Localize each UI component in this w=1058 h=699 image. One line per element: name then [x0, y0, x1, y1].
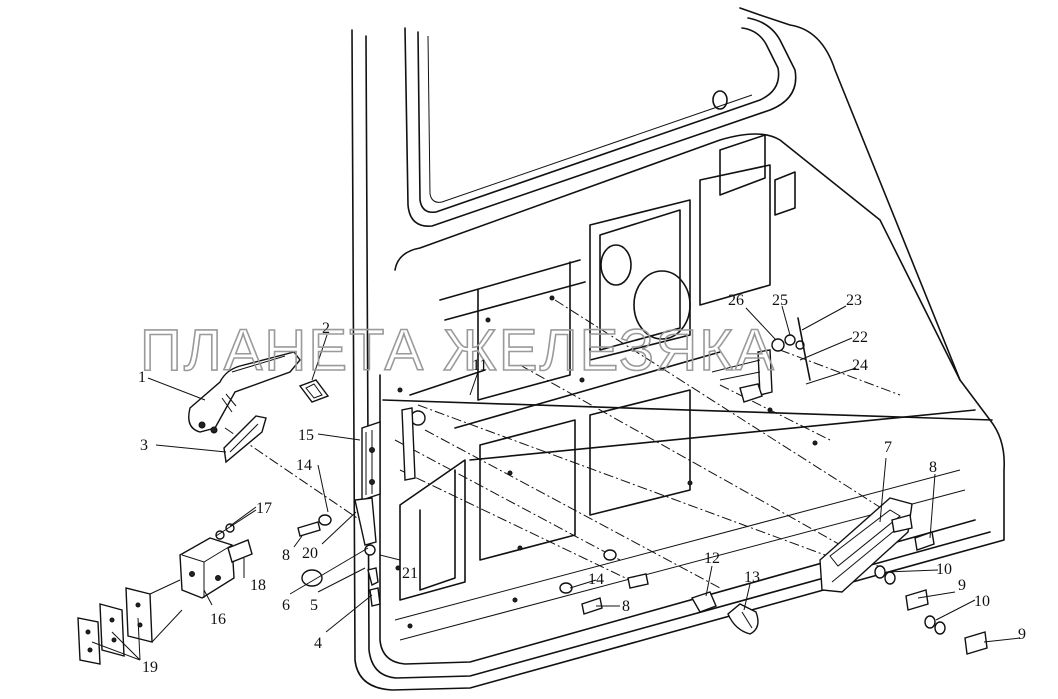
- outside-handle: [188, 351, 301, 434]
- callout-23: 23: [846, 292, 862, 309]
- watermark-text: ПЛАНЕТА ЖЕЛЕЗЯКА: [140, 318, 776, 383]
- callout-8-inside-handle: 8: [929, 459, 937, 476]
- callout-7: 7: [884, 439, 892, 456]
- callout-11: 11: [472, 357, 487, 374]
- fasteners-right: [559, 531, 988, 655]
- callout-14-left: 14: [296, 457, 312, 474]
- fasteners-left: [297, 514, 381, 607]
- lock-mechanism: [354, 407, 426, 587]
- callout-14-lower: 14: [588, 571, 604, 588]
- callout-12: 12: [704, 550, 720, 567]
- callout-8-left: 8: [282, 547, 290, 564]
- callout-8-lower: 8: [622, 598, 630, 615]
- bushing-and-plug: [690, 591, 759, 635]
- remote-latch: [711, 317, 811, 403]
- callout-labels: 1 2 3 4 5 6 7 8 8 8 9 9 10 10 11 12 13 1…: [138, 292, 1026, 676]
- callout-20: 20: [302, 545, 318, 562]
- callout-24: 24: [852, 357, 868, 374]
- callout-10-lower: 10: [974, 593, 990, 610]
- escutcheon: [298, 379, 330, 403]
- callout-22: 22: [852, 329, 868, 346]
- callout-4: 4: [314, 635, 322, 652]
- callout-21: 21: [402, 565, 418, 582]
- callout-17: 17: [256, 500, 272, 517]
- handle-gasket: [223, 415, 267, 464]
- callout-13: 13: [744, 569, 760, 586]
- callout-16: 16: [210, 611, 226, 628]
- callout-26: 26: [728, 292, 744, 309]
- callout-5: 5: [310, 597, 318, 614]
- callout-9-upper: 9: [958, 577, 966, 594]
- callout-19: 19: [142, 659, 158, 676]
- door-panel: [351, 7, 1006, 691]
- callout-2: 2: [322, 320, 330, 337]
- callout-6: 6: [282, 597, 290, 614]
- callout-10-upper: 10: [936, 561, 952, 578]
- callout-9-lower: 9: [1018, 626, 1026, 643]
- callout-25: 25: [772, 292, 788, 309]
- callout-1: 1: [138, 369, 146, 386]
- assembly-lines: [224, 299, 901, 589]
- callout-15: 15: [298, 427, 314, 444]
- callout-18: 18: [250, 577, 266, 594]
- leader-lines: [91, 305, 1021, 661]
- inside-handle: [819, 497, 913, 593]
- callout-3: 3: [140, 437, 148, 454]
- hinge-assembly: [77, 523, 253, 665]
